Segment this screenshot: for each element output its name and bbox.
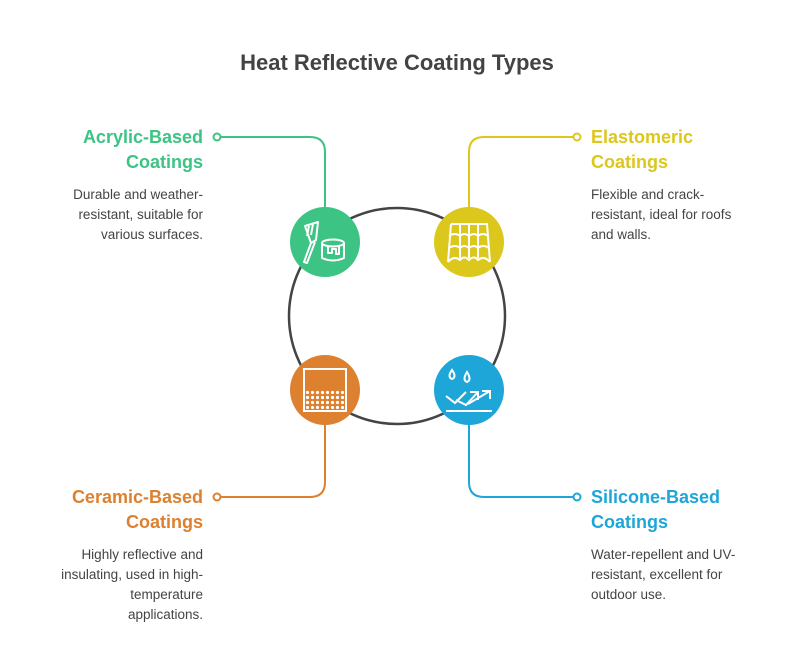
central-ring <box>287 206 507 426</box>
desc-line: Water-repellent and UV- <box>591 547 736 562</box>
desc-line: outdoor use. <box>591 587 667 602</box>
desc-line: temperature <box>130 587 203 602</box>
desc-line: resistant, excellent for <box>591 567 723 582</box>
connector-silicone <box>468 425 573 498</box>
connector-elastomeric <box>468 136 573 207</box>
elastomeric-title: Elastomeric <box>591 127 694 147</box>
desc-line: resistant, suitable for <box>78 207 203 222</box>
desc-line: Flexible and crack- <box>591 187 705 202</box>
silicone-title: Silicone-Based <box>591 487 721 507</box>
paintbrush-bucket-icon <box>290 207 360 277</box>
desc-line: insulating, used in high- <box>61 567 203 582</box>
acrylic-title-2: Coatings <box>125 152 203 172</box>
silicone-title-2: Coatings <box>591 512 669 532</box>
desc-line: and walls. <box>591 227 652 242</box>
diagram-title: Heat Reflective Coating Types <box>240 50 554 75</box>
connector-ceramic <box>221 425 326 498</box>
desc-line: Durable and weather- <box>73 187 203 202</box>
acrylic-title: Acrylic-Based <box>82 127 203 147</box>
desc-line: various surfaces. <box>100 227 203 242</box>
desc-line: Highly reflective and <box>81 547 203 562</box>
desc-line: resistant, ideal for roofs <box>591 207 732 222</box>
water-drops-icon <box>434 355 504 425</box>
connector-acrylic <box>221 136 326 207</box>
ceramic-title: Ceramic-Based <box>71 487 203 507</box>
ceramic-title-2: Coatings <box>125 512 203 532</box>
desc-line: applications. <box>127 607 203 622</box>
roof-tiles-icon <box>434 207 504 277</box>
textured-layer-icon <box>290 355 360 425</box>
elastomeric-title-2: Coatings <box>591 152 669 172</box>
